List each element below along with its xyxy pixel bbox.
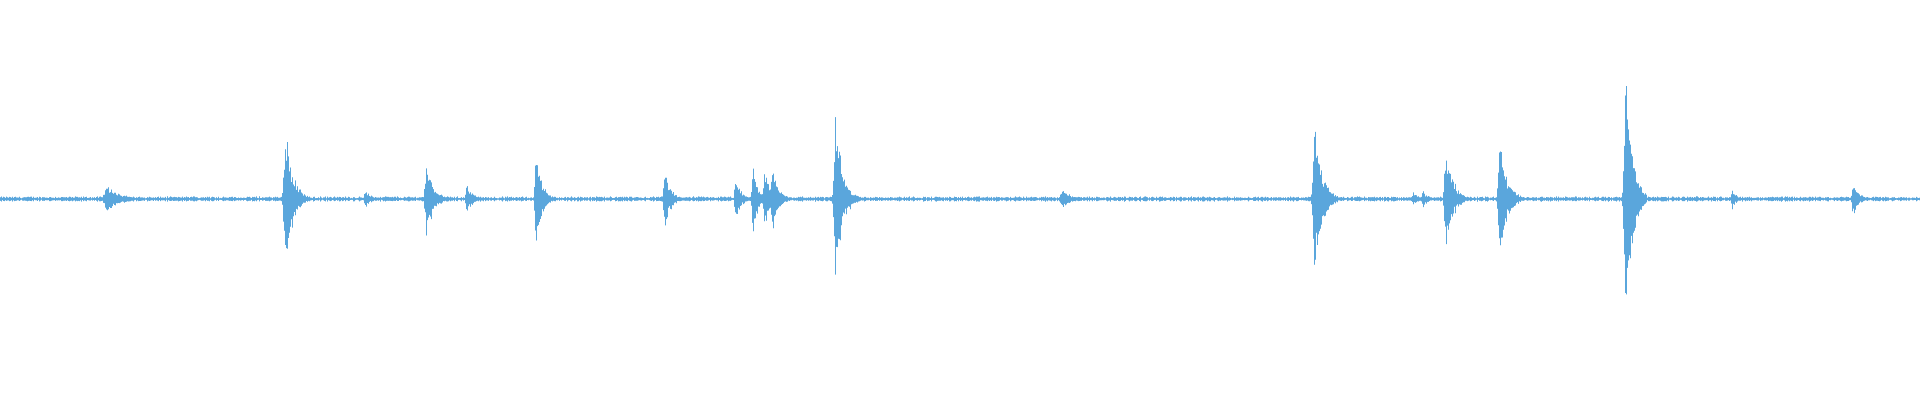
waveform-bars xyxy=(0,86,1920,295)
waveform-amplitude-path xyxy=(0,86,1920,295)
